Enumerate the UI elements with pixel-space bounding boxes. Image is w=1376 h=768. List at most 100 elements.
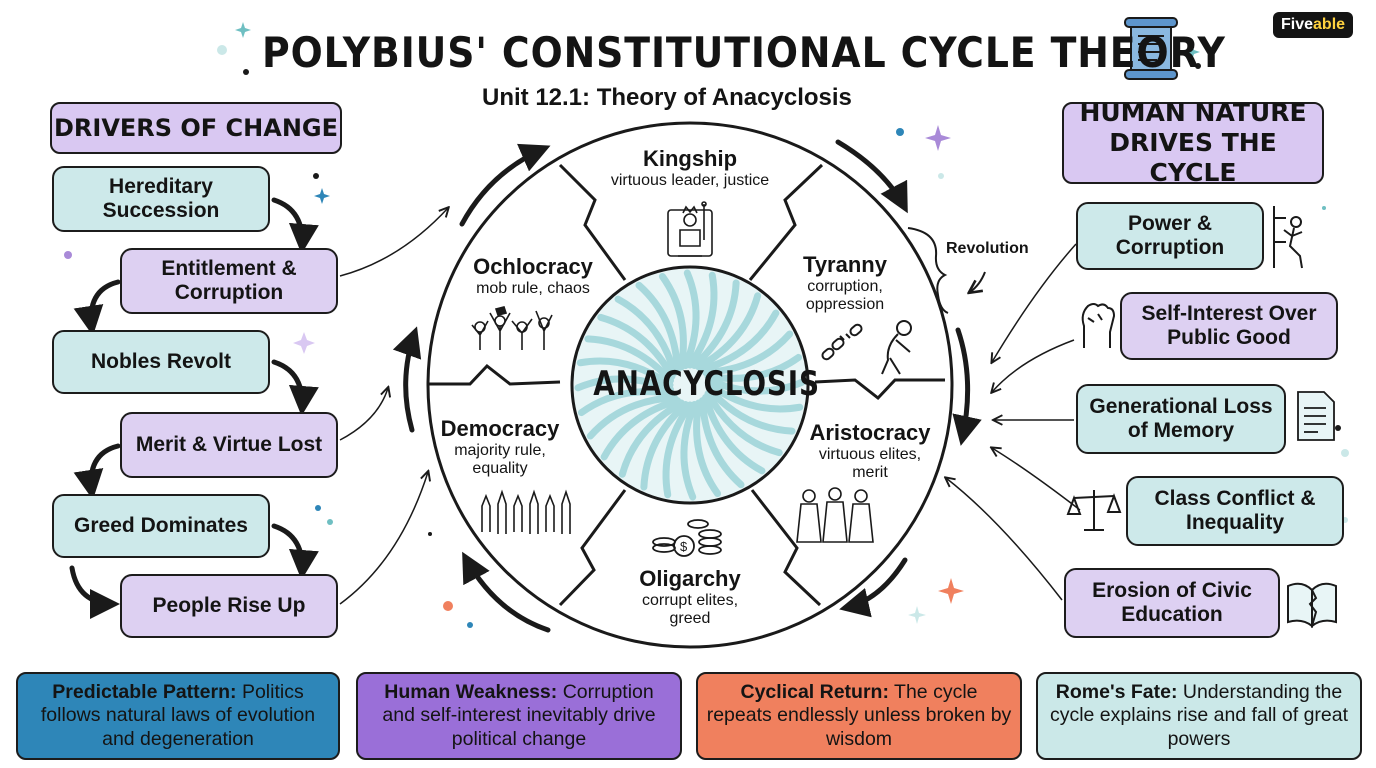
swirl-stroke <box>574 375 675 393</box>
card-label: Rome's Fate: <box>1055 680 1178 703</box>
raised-hands-icon <box>481 489 571 534</box>
factor-class-conflict: Class Conflict & Inequality <box>1126 476 1344 546</box>
segment-title: Tyranny <box>803 252 887 277</box>
segment-desc: majority rule, equality <box>454 442 546 478</box>
driver-nobles-revolt: Nobles Revolt <box>52 330 270 394</box>
card-text: Corruption and self-interest inevitably … <box>382 680 656 750</box>
segment-tyranny: Tyranny corruption, oppression <box>790 252 900 315</box>
coins-icon: $ <box>652 519 722 557</box>
swirl-stroke <box>640 400 690 491</box>
segment-desc: corrupt elites, greed <box>641 592 739 628</box>
decorative-sparkles <box>64 22 1349 628</box>
swirl-stroke <box>698 309 780 373</box>
swirl-stroke <box>577 388 676 417</box>
segment-title: Aristocracy <box>809 420 931 445</box>
swirl-stroke <box>600 397 682 461</box>
card-predictable-pattern: Predictable Pattern: Politics follows na… <box>16 672 340 760</box>
right-connectors <box>946 243 1081 601</box>
swirl-stroke <box>706 381 804 413</box>
driver-greed-dominates: Greed Dominates <box>52 494 270 558</box>
raised-fist-icon <box>1081 303 1116 348</box>
cycle-arrows <box>392 139 982 633</box>
factor-generational-memory: Generational Loss of Memory <box>1076 384 1286 454</box>
card-romes-fate: Rome's Fate: Understanding the cycle exp… <box>1036 672 1362 760</box>
scroll-icon <box>1124 17 1178 80</box>
swirl-stroke <box>597 313 676 380</box>
card-text: Politics follows natural laws of evoluti… <box>40 680 316 750</box>
segment-desc: virtuous elites, merit <box>818 446 922 482</box>
driver-entitlement-corruption: Entitlement & Corruption <box>120 248 338 314</box>
swirl-stroke <box>705 385 796 435</box>
revolution-label: Revolution <box>946 240 1029 257</box>
scales-icon <box>1066 490 1122 531</box>
segment-kingship: Kingship virtuous leader, justice <box>590 146 790 190</box>
card-label: Cyclical Return: <box>740 680 889 703</box>
left-connectors <box>339 208 448 605</box>
svg-text:$: $ <box>680 539 688 554</box>
swirl-stroke <box>698 397 745 489</box>
brand-logo-text: Five <box>1281 16 1314 33</box>
swirl-stroke <box>586 393 678 440</box>
segment-title: Kingship <box>642 146 738 171</box>
segment-desc: corruption, oppression <box>805 278 885 314</box>
segment-oligarchy: Oligarchy corrupt elites, greed <box>620 566 760 629</box>
brand-logo: Fiveable <box>1273 12 1354 38</box>
swirl-stroke <box>695 292 762 371</box>
card-text: Understanding the cycle explains rise an… <box>1049 680 1349 750</box>
swirl-stroke <box>702 330 794 377</box>
factor-power-corruption: Power & Corruption <box>1076 202 1264 270</box>
driver-hereditary-succession: Hereditary Succession <box>52 166 270 232</box>
card-content: Human Weakness: Corruption and self-inte… <box>366 681 672 751</box>
card-content: Cyclical Return: The cycle repeats endle… <box>706 681 1012 751</box>
toga-figures-icon <box>796 487 874 543</box>
swirl-stroke <box>704 353 803 382</box>
driver-merit-virtue-lost: Merit & Virtue Lost <box>120 412 338 478</box>
segment-title: Democracy <box>440 416 560 441</box>
protest-crowd-icon <box>471 306 553 350</box>
swirl-stroke <box>662 401 694 499</box>
oppressed-figure-icon <box>881 320 912 375</box>
swirl-stroke <box>704 390 783 457</box>
swirl-stroke <box>705 377 806 395</box>
swirl-stroke <box>614 295 678 377</box>
card-text: The cycle repeats endlessly unless broke… <box>706 680 1012 750</box>
swirl-stroke <box>618 399 685 478</box>
segment-desc: virtuous leader, justice <box>610 172 770 189</box>
swirl-stroke <box>682 269 700 370</box>
segment-title: Oligarchy <box>639 566 741 591</box>
card-label: Predictable Pattern: <box>52 680 237 703</box>
segment-desc: mob rule, chaos <box>476 280 590 297</box>
king-on-throne-icon <box>667 201 713 257</box>
swirl-stroke <box>635 281 682 373</box>
swirl-stroke <box>690 279 740 370</box>
document-icon <box>1297 391 1335 441</box>
card-content: Rome's Fate: Understanding the cycle exp… <box>1046 681 1352 751</box>
right-panel-heading: HUMAN NATURE DRIVES THE CYCLE <box>1062 98 1324 187</box>
card-human-weakness: Human Weakness: Corruption and self-inte… <box>356 672 682 760</box>
page-subtitle: Unit 12.1: Theory of Anacyclosis <box>482 84 852 111</box>
center-label: ANACYCLOSIS <box>593 364 820 404</box>
card-content: Predictable Pattern: Politics follows na… <box>26 681 330 751</box>
center-swirl-pattern <box>574 269 806 501</box>
segment-aristocracy: Aristocracy virtuous elites, merit <box>800 420 940 483</box>
broken-chain-icon <box>821 323 863 361</box>
segment-ochlocracy: Ochlocracy mob rule, chaos <box>458 254 608 298</box>
brand-logo-text-accent: able <box>1313 16 1346 33</box>
swirl-stroke <box>576 357 674 389</box>
torn-book-icon <box>1287 582 1337 629</box>
segment-title: Ochlocracy <box>473 254 593 279</box>
left-panel-heading: DRIVERS OF CHANGE <box>50 102 342 154</box>
segment-democracy: Democracy majority rule, equality <box>430 416 570 479</box>
swirl-stroke <box>658 272 687 371</box>
card-label: Human Weakness: <box>384 680 558 703</box>
page-title: POLYBIUS' CONSTITUTIONAL CYCLE THEORY <box>262 28 1226 77</box>
swirl-stroke <box>584 335 675 385</box>
cycle-wheel <box>426 121 954 649</box>
driver-people-rise-up: People Rise Up <box>120 574 338 638</box>
revolution-brace <box>907 227 986 314</box>
swirl-stroke <box>686 271 718 369</box>
driver-flow-arrows <box>69 197 319 619</box>
factor-self-interest: Self-Interest Over Public Good <box>1120 292 1338 360</box>
swirl-stroke <box>693 399 722 498</box>
